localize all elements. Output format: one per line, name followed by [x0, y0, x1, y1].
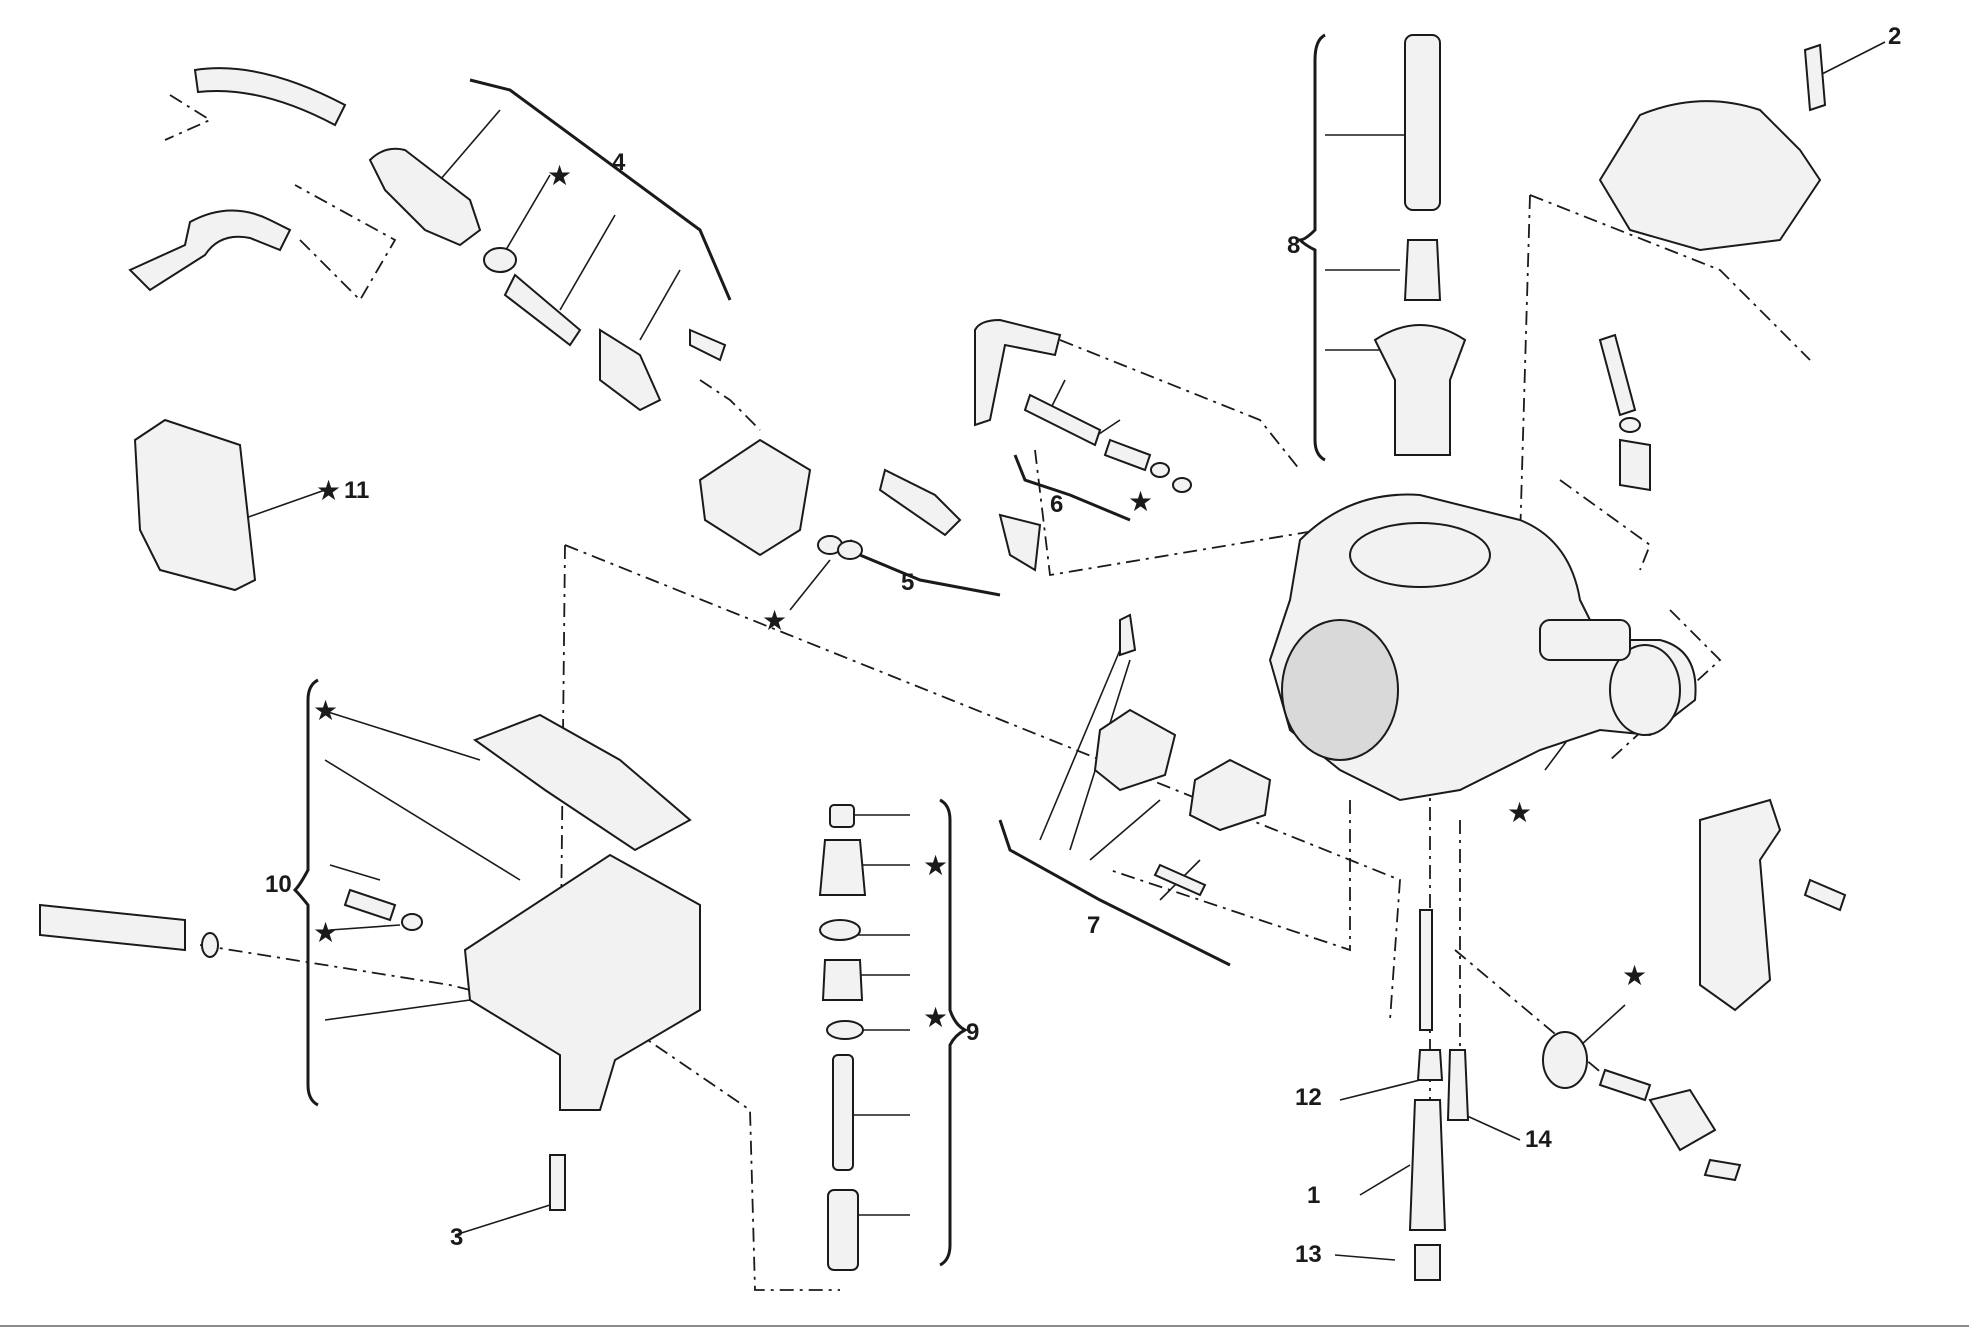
callout-3: 3 [450, 1224, 463, 1251]
float-b [1188, 758, 1272, 832]
needle-holder-8 [1403, 239, 1442, 301]
o-ring-5b [837, 540, 863, 560]
fitting-4 [368, 147, 482, 247]
jet-cap-9 [829, 804, 855, 828]
callout-10: 10 [265, 871, 292, 898]
callout-7: 7 [1087, 912, 1100, 939]
needle-jet-9 [821, 959, 864, 1001]
callout-1: 1 [1307, 1182, 1320, 1209]
callout-5: 5 [901, 569, 914, 596]
callout-14: 14 [1525, 1126, 1552, 1153]
screw-6 [1023, 393, 1102, 447]
star-markers: ★ ★ ★ ★ ★ ★ ★ ★ ★ ★ [313, 160, 1647, 1033]
brace-8 [1296, 33, 1326, 462]
callout-8: 8 [1287, 232, 1300, 259]
star-marker: ★ [1622, 960, 1647, 991]
float-bowl [463, 853, 701, 1111]
spring-9 [827, 1189, 859, 1271]
bowl-gasket [472, 713, 692, 852]
needle-jet-1 [1408, 1099, 1447, 1231]
bracket-7 [998, 819, 1231, 967]
bracket-6 [1013, 454, 1131, 522]
callout-2: 2 [1888, 23, 1901, 50]
spring-6 [1103, 438, 1152, 472]
star-marker: ★ [316, 475, 341, 506]
float-a [1093, 708, 1177, 792]
callout-6: 6 [1050, 491, 1063, 518]
parts [39, 34, 1847, 1281]
top-cover-2 [1598, 100, 1822, 252]
callout-9: 9 [966, 1019, 979, 1046]
float-needle [1119, 613, 1137, 657]
star-marker: ★ [923, 850, 948, 881]
star-marker: ★ [923, 1002, 948, 1033]
bracket-4 [469, 78, 732, 301]
bracket-5 [848, 539, 1001, 597]
jet-rod [1419, 909, 1433, 1031]
clip-5 [998, 513, 1042, 572]
carburetor-bore [1281, 619, 1399, 761]
throttle-drum [1609, 644, 1681, 736]
drain-hose [39, 903, 186, 952]
star-marker: ★ [313, 695, 338, 726]
screw-2 [1803, 43, 1827, 112]
star-marker: ★ [762, 605, 787, 636]
spring-4 [503, 273, 582, 347]
stop-washer [1619, 417, 1641, 433]
callout-13: 13 [1295, 1241, 1322, 1268]
mount-block [698, 438, 812, 557]
brace-10 [292, 678, 319, 1107]
stop-spring [1619, 438, 1651, 492]
choke-plate [1542, 1031, 1588, 1089]
hose-6 [974, 318, 1062, 427]
group-brackets [292, 33, 1326, 1267]
callout-4: 4 [612, 149, 626, 176]
washer-6 [1150, 462, 1170, 478]
hose-clip [201, 932, 219, 958]
elbow-hose [128, 209, 292, 292]
plunger-4 [599, 328, 662, 412]
pilot-jet-12 [1416, 1049, 1444, 1081]
callout-12: 12 [1295, 1084, 1322, 1111]
drain-screw [343, 888, 397, 922]
jet-needle-9 [832, 1054, 854, 1171]
stop-screw [1598, 333, 1637, 417]
throttle-spring [1539, 619, 1631, 661]
bowl-screw-3 [549, 1154, 566, 1211]
callout-labels: 2 4 8 6 5 11 10 7 9 12 14 1 13 3 [265, 23, 1901, 1268]
chamber-top [1349, 522, 1491, 588]
choke-cap [1648, 1088, 1717, 1152]
o-ring-4 [483, 247, 517, 273]
clip-9 [819, 919, 861, 941]
jet-holder-9 [818, 839, 867, 896]
jet-14 [1446, 1049, 1470, 1121]
gasket-kit-bag [133, 418, 257, 592]
main-jet-13 [1414, 1244, 1441, 1281]
vent-hose [193, 67, 347, 127]
o-ring-9 [826, 1020, 864, 1040]
star-marker: ★ [1507, 797, 1532, 828]
diaphragm-8 [1373, 324, 1467, 456]
bracket-screw [1803, 878, 1847, 912]
drain-o-ring [401, 913, 423, 931]
spring-8 [1404, 34, 1441, 211]
choke-screw [1703, 1158, 1742, 1182]
fitting-5 [878, 468, 962, 537]
mounting-bracket [1699, 798, 1782, 1012]
star-marker: ★ [1128, 486, 1153, 517]
o-ring-6 [1172, 477, 1192, 493]
float-pin [1153, 863, 1207, 897]
choke-spring [1598, 1068, 1652, 1102]
brace-9 [939, 798, 969, 1267]
star-marker: ★ [313, 917, 338, 948]
callout-11: 11 [344, 477, 369, 504]
star-marker: ★ [547, 160, 572, 191]
screw-small-4 [689, 328, 727, 362]
